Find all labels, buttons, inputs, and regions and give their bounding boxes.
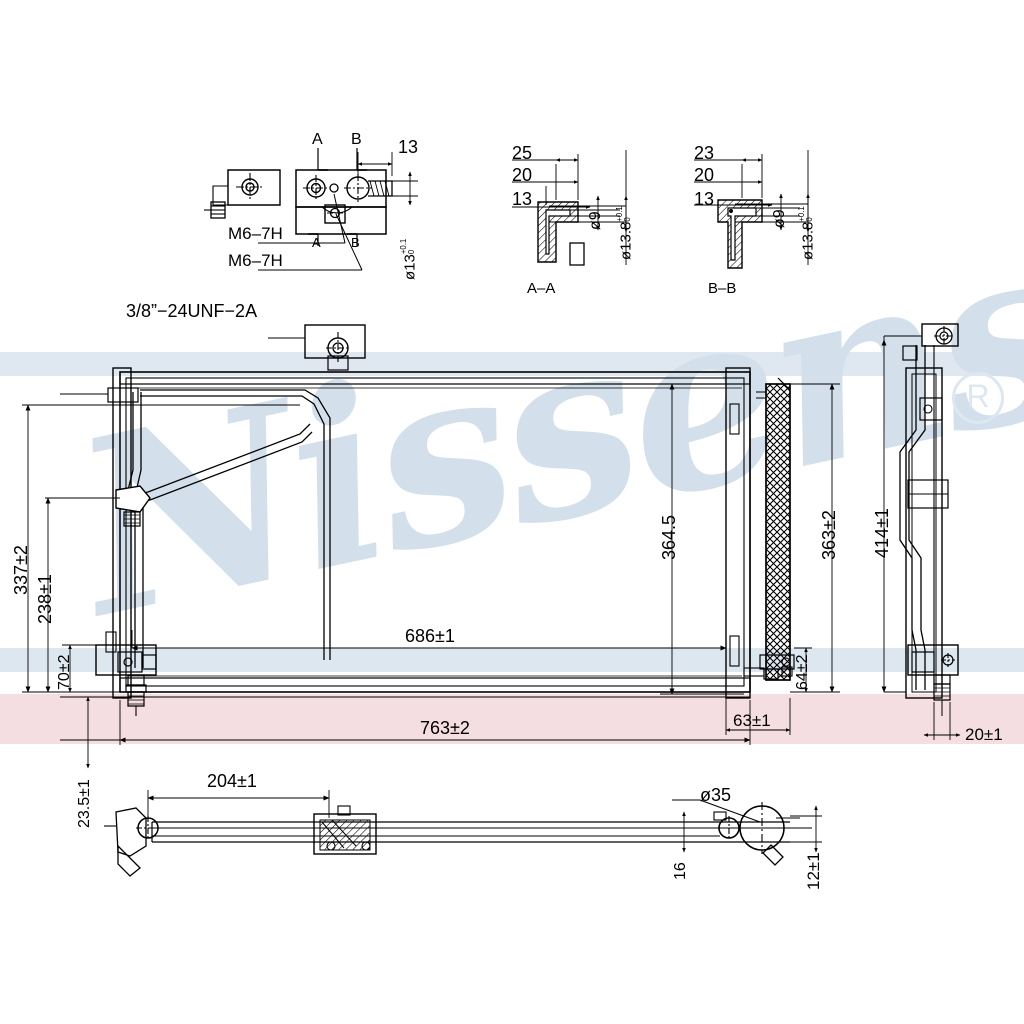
registered-trademark-icon: R (952, 368, 1004, 424)
front-view (45, 324, 795, 716)
section-mark-b-top: B (351, 131, 362, 148)
section-aa-dim-13: 13 (512, 189, 533, 209)
section-mark-b-bottom: B (351, 235, 360, 250)
detail-port-block (204, 148, 418, 271)
section-bb-label: B–B (708, 280, 737, 297)
dimension-side-depth: 20±1 (965, 725, 1003, 744)
section-aa-bore-d9: ø9 (587, 211, 604, 230)
dimension-dryer-depth: 12±1 (804, 852, 823, 890)
section-aa-dim-20: 20 (512, 165, 533, 185)
dimension-overall-width: 763±2 (420, 718, 470, 738)
watermark-band-blue-lower (0, 648, 1024, 672)
thread-callout-unf: 3/8”−24UNF−2A (126, 301, 258, 321)
watermark-band-pink (0, 694, 1024, 744)
thread-callout-m6-1: M6–7H (228, 224, 283, 243)
section-aa-dim-25: 25 (512, 143, 533, 163)
dimension-dryer-width: 63±1 (733, 711, 771, 730)
section-mark-a-top: A (312, 131, 323, 148)
dimension-lower-port-height: 70±2 (56, 654, 73, 690)
thread-callout-m6-2: M6–7H (228, 251, 283, 270)
dimension-core-depth: 16 (672, 862, 689, 880)
front-view-dimensions (22, 383, 840, 769)
section-aa-label: A–A (527, 280, 556, 297)
dimension-dryer-height: 363±2 (819, 510, 839, 560)
section-bb-dim-23: 23 (694, 143, 715, 163)
section-mark-a-bottom: A (312, 235, 321, 250)
section-view-b-b (694, 150, 810, 269)
section-bb-dim-13: 13 (694, 189, 715, 209)
dimension-port-height: 238±1 (35, 574, 55, 624)
dimension-overall-height: 337±2 (11, 545, 31, 595)
top-view (104, 790, 822, 877)
dimension-dryer-bottom: 64±2 (794, 654, 811, 690)
dimension-core-height: 364.5 (659, 514, 679, 560)
dimension-13-port-block: 13 (398, 137, 419, 157)
dimension-core-width: 686±1 (405, 626, 455, 646)
dimension-bottom-pin-offset: 23.5±1 (76, 779, 93, 828)
section-bb-bore-d9: ø9 (771, 209, 788, 228)
section-bb-dim-20: 20 (694, 165, 715, 185)
section-view-a-a (512, 150, 628, 266)
dimension-side-overall-height: 414±1 (872, 508, 892, 558)
side-view (881, 323, 961, 740)
dimension-dryer-diameter: ø35 (700, 785, 732, 805)
dimension-port-spacing: 204±1 (207, 771, 257, 791)
